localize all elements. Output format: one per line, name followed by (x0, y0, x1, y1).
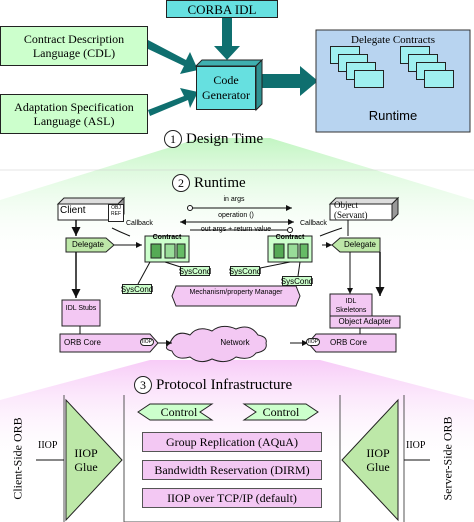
control-left-shape (137, 403, 214, 421)
cdl-label: Contract Description Language (CDL) (23, 32, 125, 60)
callback-right-label: Callback (300, 220, 327, 227)
network-label: Network (220, 338, 250, 347)
syscond-badge: SysCond (178, 266, 212, 276)
object-adapter-label: Object Adapter (338, 317, 392, 326)
section-number: 1 (164, 130, 182, 148)
obj-ref-box: OBJ REF (108, 204, 124, 222)
client-side-orb-label: Client-Side ORB (10, 416, 25, 500)
asl-label: Adaptation Specification Language (ASL) (14, 100, 134, 128)
syscond-badge: SysCond (280, 276, 314, 286)
layer-label: IIOP over TCP/IP (default) (167, 490, 297, 505)
syscond-badge: SysCond (120, 284, 154, 294)
layer-label: Group Replication (AQuA) (166, 434, 298, 449)
delegate-left-label: Delegate (71, 240, 105, 249)
iiop-right-label: IIOP (406, 440, 426, 451)
callback-left-label: Callback (126, 220, 153, 227)
section-title: Protocol Infrastructure (156, 376, 293, 393)
layer-group-replication: Group Replication (AQuA) (142, 432, 322, 452)
asl-box: Adaptation Specification Language (ASL) (0, 94, 148, 134)
section-title: Design Time (186, 130, 264, 147)
iiop-glue-right-shape (341, 398, 399, 522)
layer-bandwidth-reservation: Bandwidth Reservation (DIRM) (142, 460, 322, 480)
contract-left-label: Contract (152, 234, 182, 241)
iiop-left-badge: IIOP (140, 338, 155, 346)
orb-core-left-label: ORB Core (64, 338, 101, 347)
section-number: 2 (172, 174, 190, 192)
section-number: 3 (134, 376, 152, 394)
delegate-contracts-title: Delegate Contracts (351, 34, 435, 46)
section-title: Runtime (194, 174, 246, 191)
server-side-orb-wrap: Server-Side ORB (440, 400, 456, 516)
section-design-time: 1 Design Time (164, 130, 263, 148)
section-protocol: 3 Protocol Infrastructure (134, 376, 292, 394)
iiop-right-badge: IIOP (306, 338, 321, 346)
orb-core-right-label: ORB Core (330, 338, 367, 347)
contract-right-graphic (267, 235, 313, 263)
control-right-shape (242, 403, 319, 421)
object-servant-label: Object (Servant) (334, 200, 368, 220)
runtime-panel-label: Runtime (368, 108, 418, 123)
delegate-right-label: Delegate (343, 240, 377, 249)
client-label: Client (60, 205, 86, 216)
in-args-label: in args (223, 196, 245, 203)
section-runtime: 2 Runtime (172, 174, 246, 192)
server-side-orb-label: Server-Side ORB (440, 415, 455, 501)
cdl-box: Contract Description Language (CDL) (0, 26, 148, 66)
protocol-glow (0, 360, 474, 470)
syscond-badge: SysCond (228, 266, 262, 276)
corba-idl-box: CORBA IDL (166, 0, 278, 18)
out-args-label: out args + return value (200, 226, 272, 233)
contract-card (354, 70, 384, 88)
control-right-label: Control (262, 405, 300, 419)
corba-idl-label: CORBA IDL (187, 1, 257, 17)
design-time-glow (0, 138, 474, 260)
iiop-glue-right-label: IIOP Glue (366, 446, 390, 474)
layer-iiop-tcpip: IIOP over TCP/IP (default) (142, 488, 322, 508)
code-generator-label: Code Generator (202, 73, 250, 102)
mechanism-manager-label: Mechanism/property Manager (189, 289, 283, 296)
iiop-left-label: IIOP (38, 440, 58, 451)
client-side-orb-wrap: Client-Side ORB (10, 400, 26, 516)
control-left-label: Control (160, 405, 198, 419)
code-generator-box: Code Generator (196, 66, 256, 110)
contract-card (424, 70, 454, 88)
operation-label: operation () (218, 212, 254, 219)
idl-skeletons-label: IDL Skeletons (335, 298, 367, 314)
layer-label: Bandwidth Reservation (DIRM) (154, 462, 310, 477)
contract-left-graphic (144, 235, 190, 263)
iiop-glue-left-shape (65, 398, 123, 522)
idl-stubs-label: IDL Stubs (65, 305, 97, 312)
design-time-arrows (146, 18, 318, 116)
contract-right-label: Contract (275, 234, 305, 241)
iiop-glue-left-label: IIOP Glue (74, 446, 98, 474)
